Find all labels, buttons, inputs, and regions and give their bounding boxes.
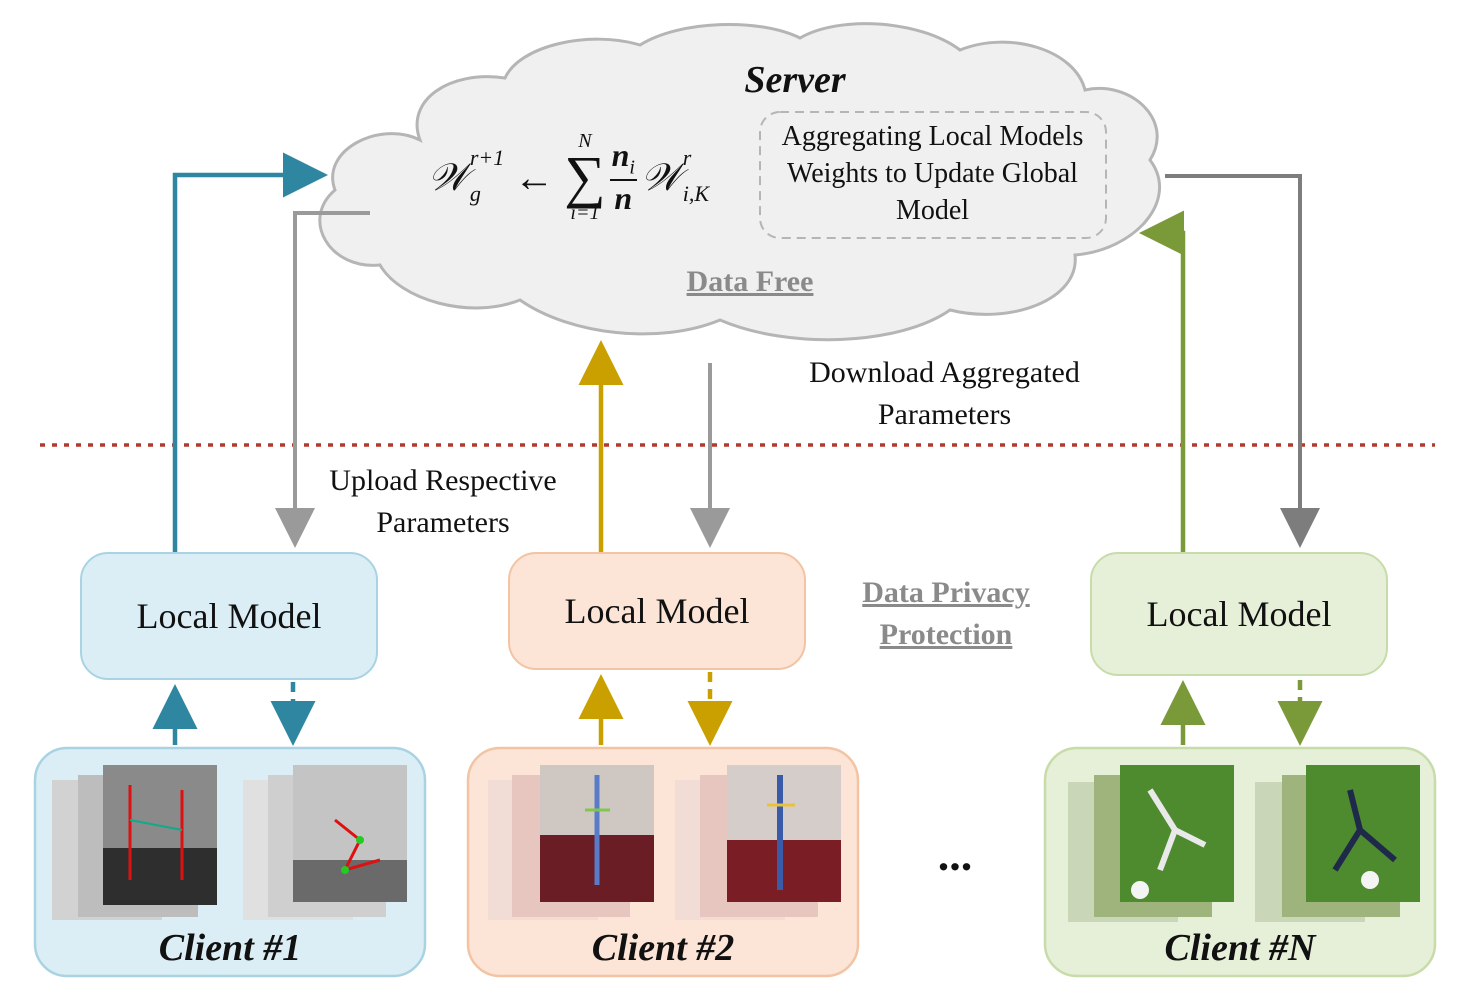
server-title: Server	[744, 59, 846, 101]
client-1-image-stack-b	[243, 765, 407, 920]
client-2-image-stack-a	[488, 765, 654, 920]
sum-symbol: ∑	[564, 143, 606, 209]
local-model-client-n: Local Model	[1090, 552, 1388, 676]
global-weight-indices: r+1 g	[470, 147, 504, 205]
server-cloud	[318, 22, 1162, 342]
numerator-var: n	[611, 137, 630, 174]
aggregation-formula: 𝒲 r+1 g ← N ∑ i=1 ni n 𝒲 r i,K	[428, 122, 709, 232]
local-model-client-2: Local Model	[508, 552, 806, 670]
client-1-arrows	[152, 152, 370, 746]
upload-arrow-client-1	[172, 152, 328, 552]
download-arrow-client-n	[1165, 174, 1320, 548]
local-weight-indices: r i,K	[683, 147, 709, 205]
global-weight-symbol: 𝒲	[428, 154, 468, 199]
privacy-label: Data Privacy Protection	[862, 576, 1030, 651]
weight-fraction: ni n	[609, 137, 637, 216]
global-weight-sup: r+1	[469, 145, 505, 170]
summation: N ∑ i=1	[564, 131, 605, 223]
global-weight-sub: g	[469, 181, 481, 206]
client-n-image-stack-b	[1255, 765, 1420, 922]
sum-lower-limit: i=1	[570, 202, 600, 225]
client-2-label: Client #2	[591, 927, 735, 969]
local-model-client-1: Local Model	[80, 552, 378, 680]
client-2-image-stack-b	[675, 765, 841, 920]
upload-arrow-client-n	[1139, 210, 1186, 552]
client-1-image-stack-a	[52, 765, 217, 920]
aggregate-note: Aggregating Local Models Weights to Upda…	[781, 121, 1084, 226]
upload-label: Upload Respective Parameters	[329, 464, 557, 539]
client-2-arrows	[578, 340, 733, 746]
numerator-sub: i	[629, 156, 635, 179]
sum-upper-limit: N	[578, 129, 592, 152]
local-weight-sup: r	[682, 145, 692, 170]
download-label: Download Aggregated Parameters	[809, 356, 1080, 431]
client-n-image-stack-a	[1068, 765, 1234, 922]
aggregate-note-box	[759, 111, 1107, 239]
data-free-label: Data Free	[686, 265, 814, 298]
fraction-denominator: n	[614, 179, 633, 216]
download-arrow-client-1	[275, 211, 370, 548]
local-weight-symbol: 𝒲	[640, 154, 681, 199]
client-n-arrows	[1139, 174, 1323, 746]
client-1-label: Client #1	[158, 927, 302, 969]
fraction-numerator: ni	[609, 137, 637, 181]
client-n-label: Client #N	[1164, 927, 1316, 969]
local-weight-sub: i,K	[682, 181, 710, 206]
assignment-arrow: ←	[514, 154, 555, 200]
more-clients-ellipsis: ...	[937, 829, 973, 880]
